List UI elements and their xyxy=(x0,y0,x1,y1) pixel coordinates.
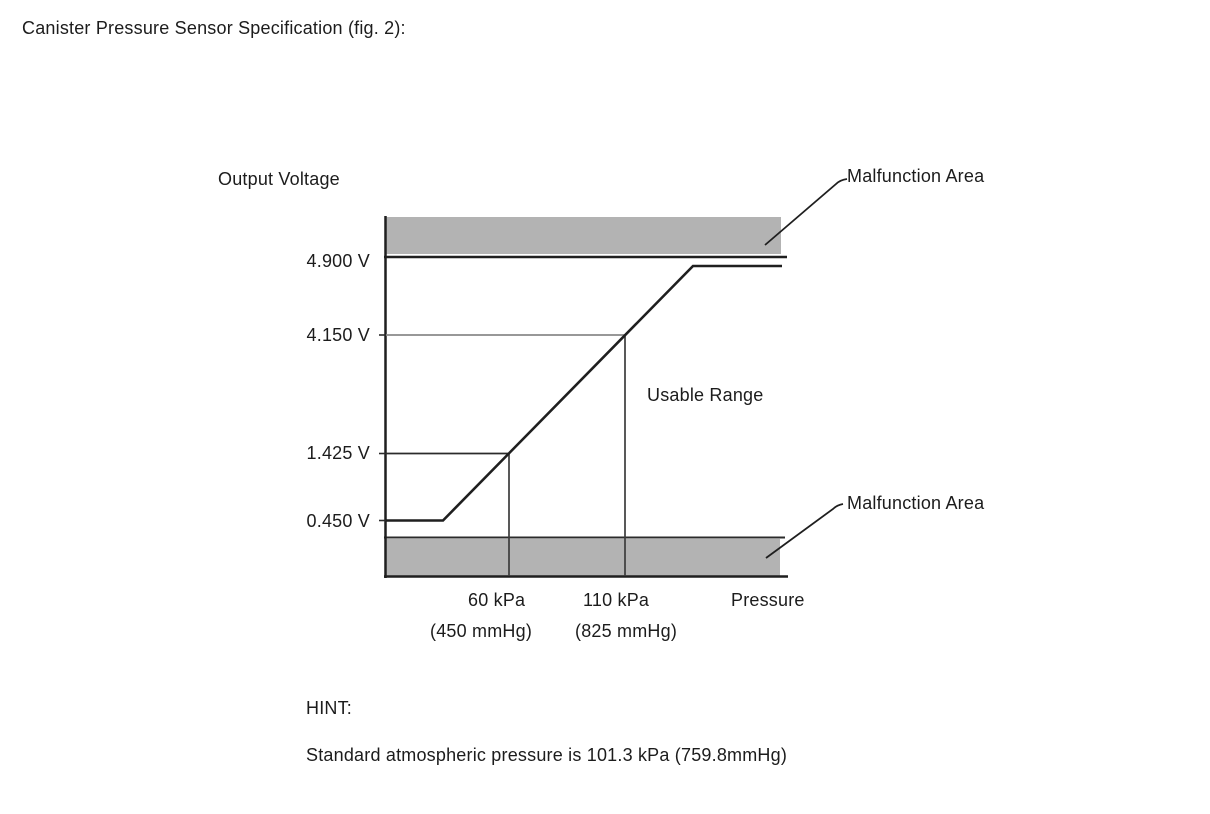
y-tick-label-4900v: 4.900 V xyxy=(306,251,370,271)
x-tick-label-825mmhg: (825 mmHg) xyxy=(575,621,678,641)
sensor-output-curve xyxy=(386,264,782,522)
malfunction-band-upper xyxy=(386,217,781,254)
y-axis-title: Output Voltage xyxy=(218,169,340,189)
malfunction-area-label-top: Malfunction Area xyxy=(847,166,985,186)
x-axis-title: Pressure xyxy=(731,590,805,610)
x-tick-label-450mmhg: (450 mmHg) xyxy=(430,621,533,641)
y-tick-label-4150v: 4.150 V xyxy=(306,325,370,345)
y-tick-label-1425v: 1.425 V xyxy=(306,443,370,463)
figure-title: Canister Pressure Sensor Specification (… xyxy=(22,18,406,38)
y-tick-label-0450v: 0.450 V xyxy=(306,511,370,531)
x-tick-label-60kpa: 60 kPa xyxy=(468,590,526,610)
hint-heading: HINT: xyxy=(306,698,352,718)
usable-range-label: Usable Range xyxy=(647,385,764,405)
hint-text: Standard atmospheric pressure is 101.3 k… xyxy=(306,745,788,765)
malfunction-area-label-bottom: Malfunction Area xyxy=(847,493,985,513)
x-tick-label-110kpa: 110 kPa xyxy=(583,590,650,610)
leader-line-lower-malfunction xyxy=(765,503,844,559)
malfunction-band-lower xyxy=(386,539,780,576)
leader-line-upper-malfunction xyxy=(764,178,848,246)
